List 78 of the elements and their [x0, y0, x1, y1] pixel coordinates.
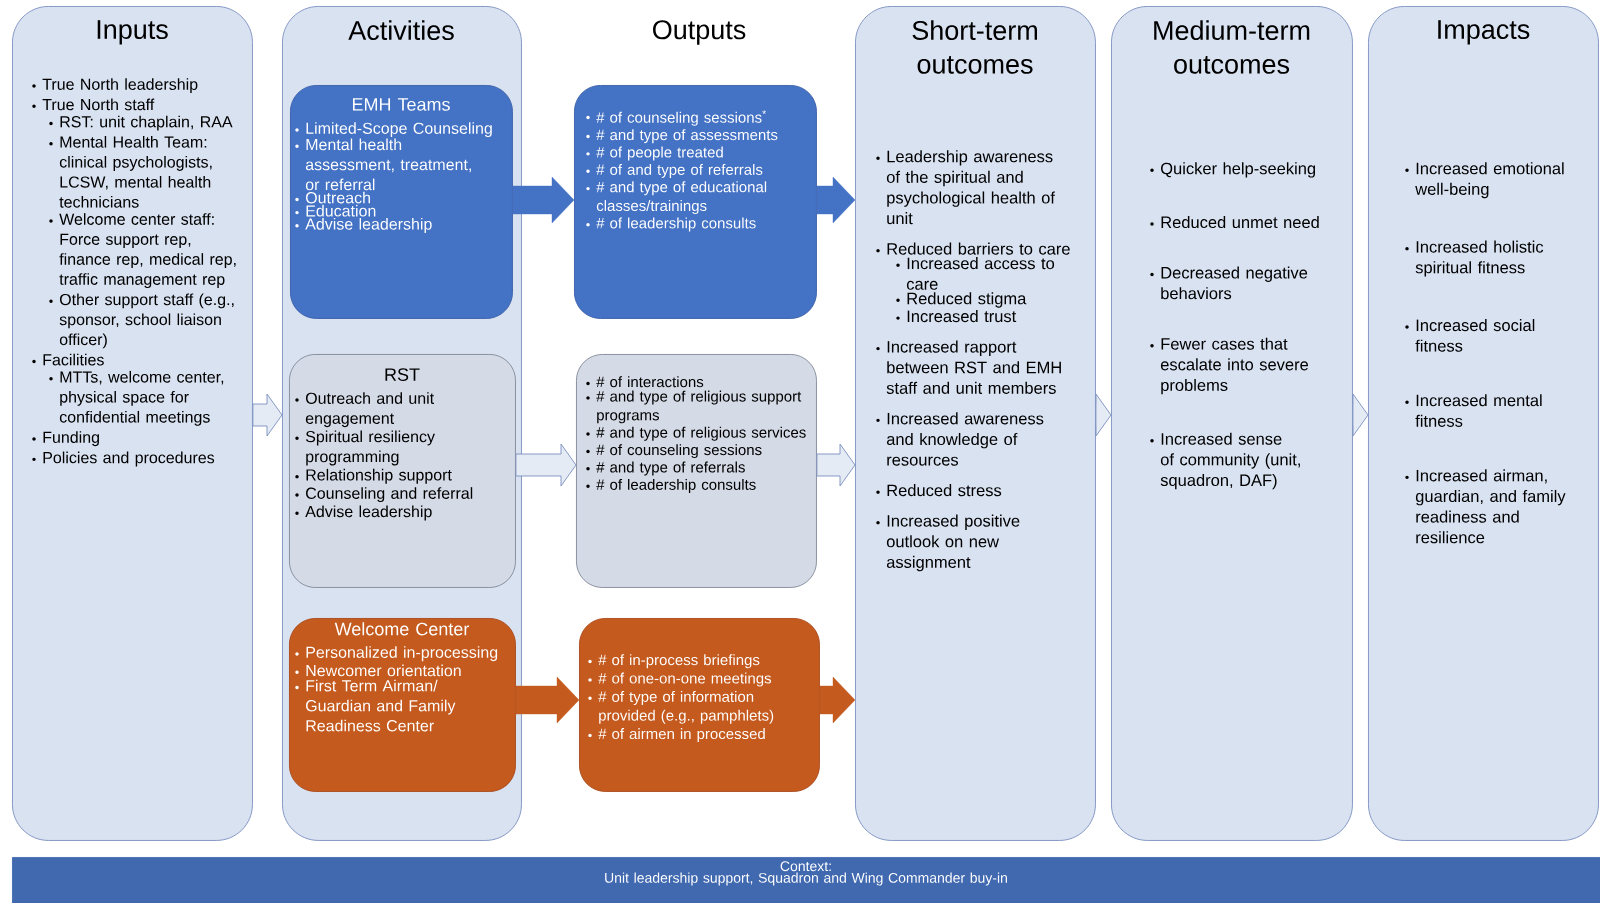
- bullet-item: # of airmen in processed: [588, 728, 765, 743]
- bullet-item: Limited-Scope Counseling: [295, 122, 492, 138]
- bullet-item: Quicker help-seeking: [1150, 162, 1315, 178]
- bullet-item: Increased access to care: [896, 257, 1055, 290]
- bullet-item: Increased holistic spiritual fitness: [1405, 240, 1544, 277]
- block-arrow: [1095, 393, 1112, 437]
- bullet-item: # of counseling sessions$^{*}$: [586, 110, 767, 126]
- bullet-item: Increased mental fitness: [1405, 394, 1542, 427]
- bullet-item: Education: [295, 204, 376, 217]
- bullet-item: Increased rapport between RST and EMH staff and unit members: [876, 340, 1061, 394]
- bullet-item: MTTs, welcome center, physical space for confidential meetings: [49, 370, 224, 426]
- bullet-item: True North leadership: [32, 78, 198, 94]
- bullet-item: # of people treated: [586, 146, 723, 161]
- bullet-item: # of leadership consults: [586, 217, 756, 232]
- bullet-item: # and type of referrals: [586, 461, 745, 476]
- block-arrow: [252, 393, 283, 437]
- bullet-item: Increased sense of community (unit, squadron, DAF): [1150, 432, 1300, 490]
- bullet-item: Fewer cases that escalate into severe problems: [1150, 337, 1309, 395]
- bullet-item: Mental health assessment, treatment, or referral: [295, 138, 471, 191]
- bullet-item: RST: unit chaplain, RAA: [49, 115, 233, 131]
- heading: Impacts: [1438, 20, 1530, 45]
- bullet-item: Other support staff (e.g., sponsor, school liaison officer): [49, 293, 234, 349]
- bullet-item: Increased trust: [896, 310, 1017, 323]
- bullet-item: Funding: [32, 431, 99, 447]
- bullet-item: Increased social fitness: [1405, 319, 1535, 352]
- bullet-item: # and type of religious services: [586, 426, 806, 441]
- bullet-item: Relationship support: [295, 468, 452, 484]
- bullet-item: Counseling and referral: [295, 487, 473, 503]
- block-arrow: [816, 443, 856, 487]
- bullet-item: Advise leadership: [295, 217, 432, 233]
- heading: Short-term outcomes: [912, 20, 1037, 74]
- bullet-item: Outreach: [295, 191, 370, 204]
- heading: RST: [385, 368, 420, 381]
- block-arrow: [515, 443, 577, 487]
- bullet-item: Increased airman, guardian, and family readiness and resilience: [1405, 469, 1566, 544]
- block-arrow: [819, 676, 856, 724]
- block-arrow: [1352, 393, 1369, 437]
- bullet-item: Mental Health Team: clinical psychologists, LCSW, mental health technicians: [49, 136, 212, 208]
- bullet-item: Leadership awareness of the spiritual and psychological health of unit: [876, 150, 1055, 225]
- bullet-item: Reduced stigma: [896, 292, 1027, 308]
- heading: Medium-term outcomes: [1154, 20, 1310, 74]
- bullet-item: True North staff: [32, 98, 155, 111]
- bullet-item: Welcome center staff: Force support rep, finance rep, medical rep, traffic management rep: [49, 213, 236, 289]
- bullet-item: # of and type of referrals: [586, 163, 763, 178]
- bullet-item: Increased positive outlook on new assignment: [876, 514, 1020, 572]
- heading: Inputs: [97, 20, 168, 45]
- block-arrow: [515, 676, 580, 724]
- heading: EMH Teams: [352, 98, 450, 111]
- bullet-item: # of type of information provided (e.g., pamphlets): [588, 690, 774, 724]
- bullet-item: Increased emotional well-being: [1405, 162, 1564, 199]
- heading: Activities: [348, 20, 454, 41]
- bullet-item: Personalized in-processing: [295, 646, 498, 662]
- bullet-item: First Term Airman/ Guardian and Family Readiness Center: [295, 679, 456, 732]
- bullet-item: Policies and procedures: [32, 451, 215, 467]
- bullet-item: Newcomer orientation: [295, 664, 461, 677]
- bullet-item: Advise leadership: [295, 505, 432, 521]
- bullet-item: Reduced unmet need: [1150, 216, 1319, 229]
- bullet-item: # and type of assessments: [586, 129, 778, 144]
- bullet-item: Facilities: [32, 353, 104, 366]
- bullet-item: Reduced stress: [876, 484, 1002, 497]
- bullet-item: Increased awareness and knowledge of resources: [876, 412, 1044, 466]
- bullet-item: # and type of educational classes/trainings: [586, 181, 767, 215]
- bullet-item: Decreased negative behaviors: [1150, 266, 1308, 300]
- bullet-item: # of interactions: [586, 376, 704, 388]
- bullet-item: # of one-on-one meetings: [588, 672, 772, 687]
- bullet-item: # of counseling sessions: [586, 444, 762, 459]
- bullet-item: # of leadership consults: [586, 478, 756, 493]
- bullet-item: Spiritual resiliency programming: [295, 430, 435, 466]
- context-text: Context:: [780, 861, 831, 872]
- block-arrow: [512, 176, 575, 224]
- bullet-item: # of in-process briefings: [588, 654, 760, 669]
- block-arrow: [816, 176, 856, 224]
- context-text: Unit leadership support, Squadron and Wing Commander buy-in: [605, 872, 1007, 886]
- heading: Welcome Center: [334, 622, 470, 636]
- heading: Outputs: [653, 20, 746, 45]
- bullet-item: # and type of religious support programs: [586, 390, 802, 424]
- bullet-item: Reduced barriers to care: [876, 242, 1070, 255]
- bullet-item: Outreach and unit engagement: [295, 392, 435, 428]
